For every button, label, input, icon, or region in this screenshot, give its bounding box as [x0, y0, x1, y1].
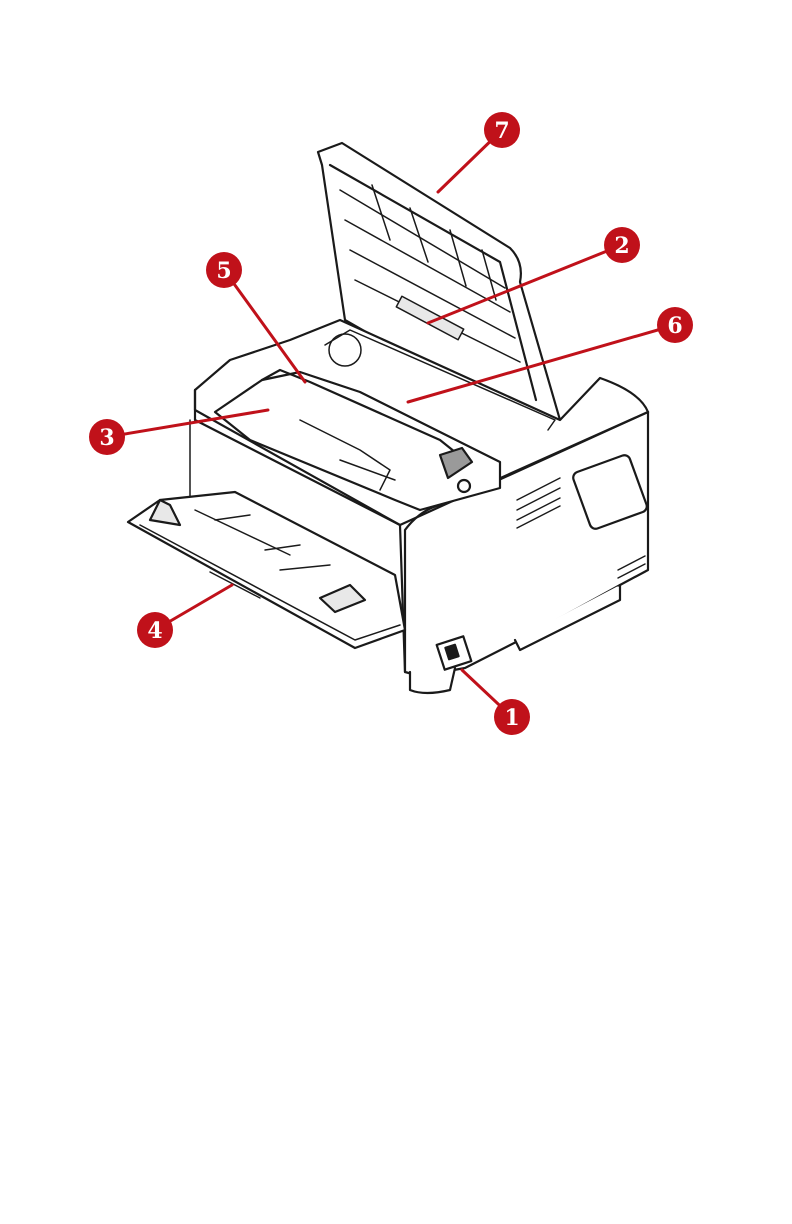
callout-5: 5 [206, 252, 242, 288]
callout-3: 3 [89, 419, 125, 455]
callout-1-label: 1 [504, 705, 519, 731]
callout-2: 2 [604, 227, 640, 263]
callout-7-label: 7 [494, 118, 509, 144]
callout-7: 7 [484, 112, 520, 148]
printer-illustration [128, 143, 648, 693]
callout-4-label: 4 [147, 618, 162, 644]
callout-1: 1 [494, 699, 530, 735]
callout-6-label: 6 [667, 313, 682, 339]
callout-2-label: 2 [614, 233, 629, 259]
callout-6: 6 [657, 307, 693, 343]
callout-4: 4 [137, 612, 173, 648]
callout-3-label: 3 [99, 425, 114, 451]
callout-5-label: 5 [216, 258, 231, 284]
